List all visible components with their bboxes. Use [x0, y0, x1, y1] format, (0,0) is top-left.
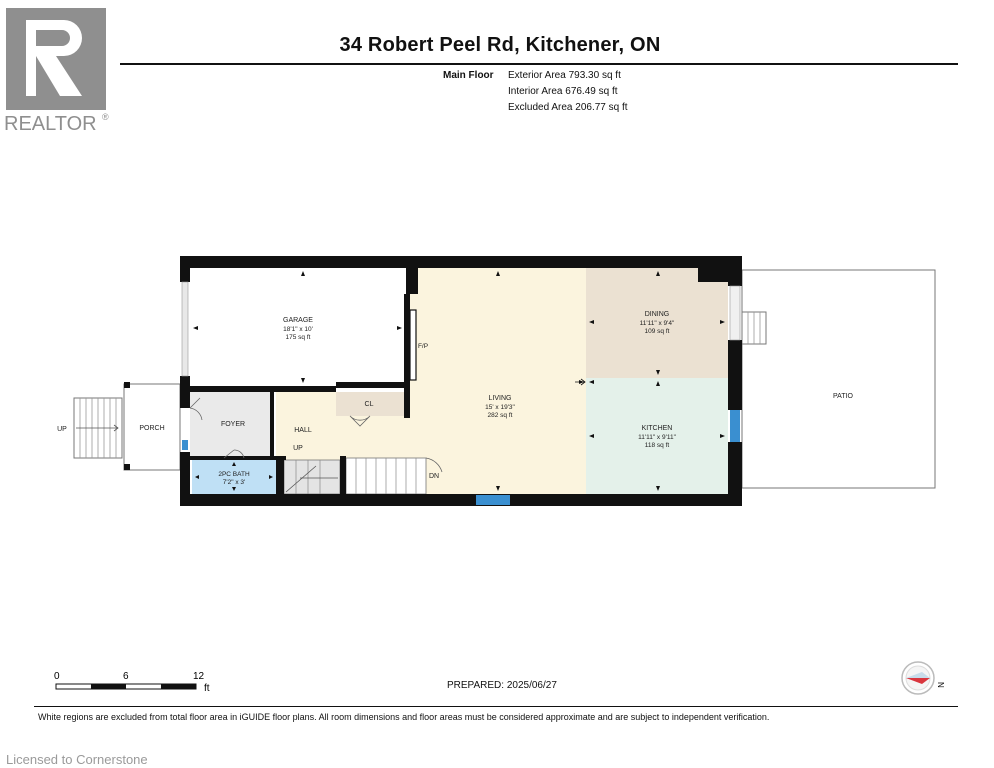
hall-stairs [283, 457, 427, 495]
living-name: LIVING [489, 395, 512, 402]
foyer-window [182, 440, 188, 450]
kitchen-dims: 11'11" x 9'11" [638, 434, 677, 441]
realtor-logo-mark: ® [102, 112, 109, 122]
fireplace-label: F/P [418, 343, 428, 350]
realtor-logo: REALTOR ® [4, 8, 109, 134]
hall-stairs-up-label: UP [293, 445, 303, 452]
kitchen-area: 118 sq ft [645, 442, 670, 449]
stairs-down-label: DN [429, 473, 439, 480]
dining-window [729, 285, 741, 341]
realtor-logo-text: REALTOR [4, 113, 97, 134]
scale-tick-12: 12 [193, 671, 205, 682]
dining-room [586, 268, 728, 378]
patio-area [741, 269, 936, 489]
closet-label: CL [365, 401, 374, 408]
dining-name: DINING [645, 311, 670, 318]
foyer-label: FOYER [221, 421, 245, 428]
page-title: 34 Robert Peel Rd, Kitchener, ON [339, 34, 661, 56]
foyer-room [190, 392, 274, 456]
patio-label: PATIO [833, 393, 854, 400]
closet-room [336, 392, 406, 416]
scale-bar: 0 6 12 ft [54, 671, 210, 694]
garage-room [190, 268, 406, 386]
garage-name: GARAGE [283, 317, 313, 324]
walls [180, 256, 742, 506]
closet-door [349, 415, 371, 427]
compass-icon: N [901, 661, 945, 695]
bath-door [223, 449, 245, 459]
title-divider [120, 63, 958, 65]
floor-label: Main Floor [443, 70, 494, 81]
stair-door [425, 457, 443, 473]
disclaimer-text: White regions are excluded from total fl… [38, 712, 770, 722]
porch-area [73, 382, 181, 471]
scale-tick-6: 6 [123, 671, 129, 682]
kitchen-name: KITCHEN [642, 425, 673, 432]
fireplace [409, 309, 417, 381]
living-dims: 15' x 19'3" [485, 404, 515, 411]
living-arrow-icon [575, 378, 586, 386]
interior-area: Interior Area 676.49 sq ft [508, 86, 618, 97]
living-room [406, 268, 586, 494]
license-watermark: Licensed to Cornerstone [6, 752, 148, 767]
porch-label: PORCH [139, 425, 164, 432]
living-area: 282 sq ft [488, 412, 513, 419]
garage-area: 175 sq ft [286, 334, 311, 341]
bath-dims: 7'2" x 3' [223, 479, 246, 486]
dimension-ticks [193, 271, 725, 491]
footer-divider [34, 706, 958, 707]
garage-window [181, 281, 189, 377]
prepared-date: PREPARED: 2025/06/27 [447, 680, 557, 691]
entry-door [189, 397, 203, 421]
dining-area: 109 sq ft [645, 328, 670, 335]
excluded-area: Excluded Area 206.77 sq ft [508, 102, 628, 113]
dining-dims: 11'11" x 9'4" [640, 320, 675, 327]
floor-plan: GARAGE 18'1" x 10' 175 sq ft LIVING 15' … [57, 256, 936, 506]
porch-stairs-up-label: UP [57, 426, 67, 433]
bath-name: 2PC BATH [218, 471, 250, 478]
kitchen-room [586, 378, 728, 494]
living-window [476, 495, 510, 505]
compass-letter: N [936, 682, 945, 688]
kitchen-window [730, 410, 740, 442]
hall-label: HALL [294, 427, 312, 434]
scale-unit: ft [204, 683, 210, 694]
exterior-area: Exterior Area 793.30 sq ft [508, 70, 621, 81]
garage-dims: 18'1" x 10' [283, 326, 313, 333]
scale-tick-0: 0 [54, 671, 60, 682]
